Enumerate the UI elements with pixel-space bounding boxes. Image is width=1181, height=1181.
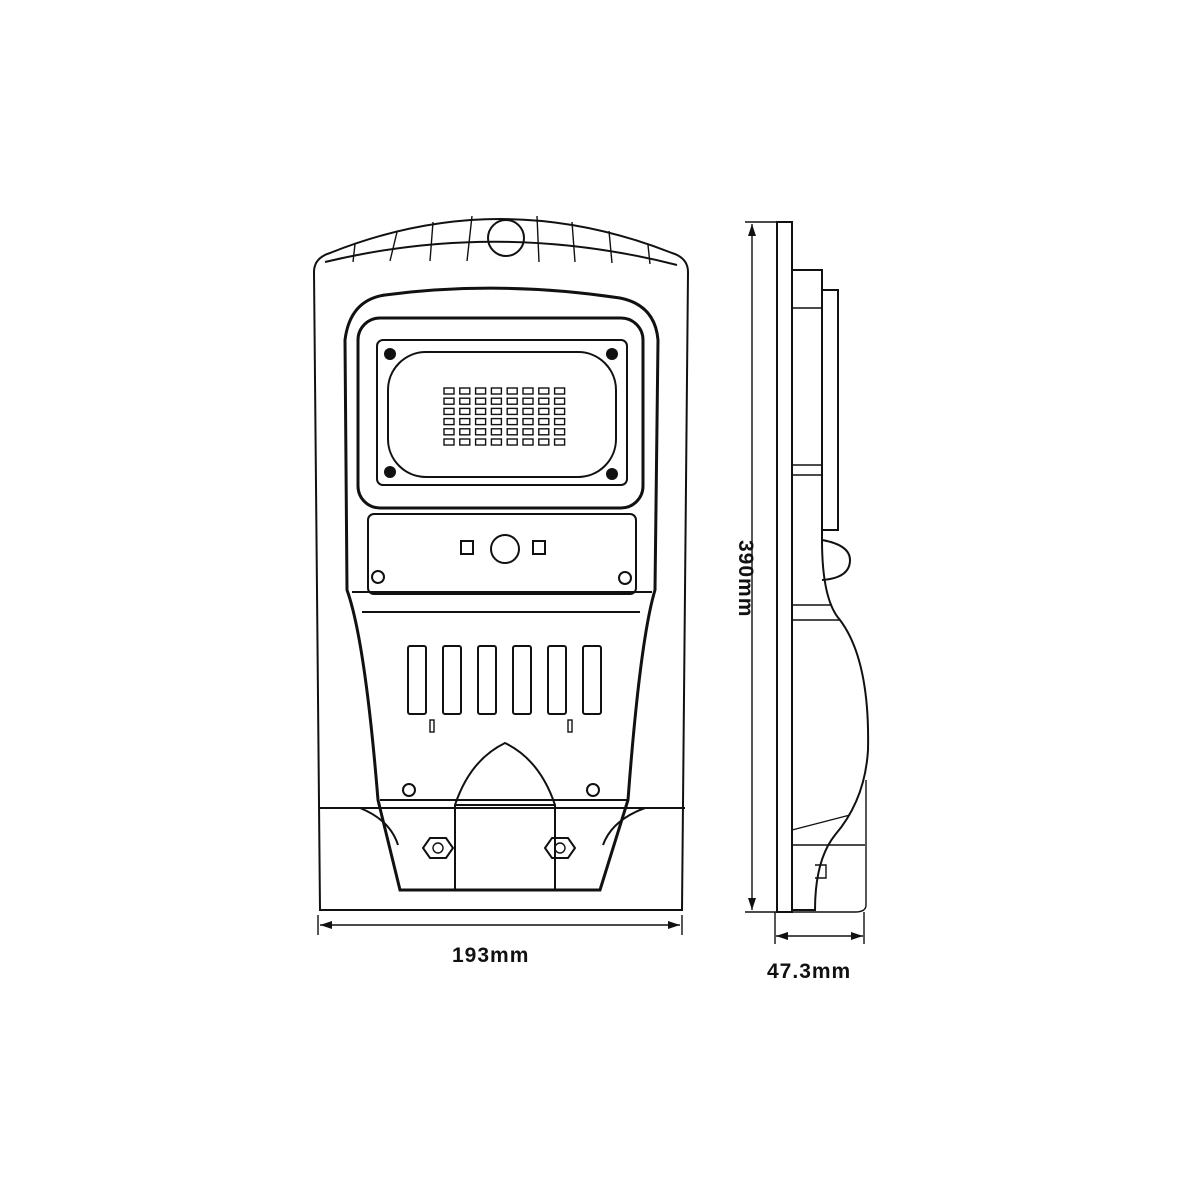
led-grid: [443, 387, 566, 446]
side-details: [791, 307, 867, 913]
led-chip: [474, 387, 487, 395]
led-chip: [538, 397, 550, 405]
vent-slot: [582, 645, 602, 715]
led-chip: [459, 438, 471, 446]
led-chip: [506, 438, 518, 446]
side-led-module: [821, 289, 839, 531]
led-chip: [522, 387, 534, 395]
side-pir-dome: [821, 539, 852, 581]
screw-icon: [384, 348, 396, 360]
pir-sensor-icon: [490, 534, 520, 564]
led-chip: [459, 417, 471, 426]
mount-bracket: [318, 799, 685, 891]
led-chip: [490, 397, 503, 405]
led-chip: [443, 438, 455, 446]
led-chip: [522, 397, 534, 405]
indicator-left: [460, 540, 474, 555]
led-chip: [553, 428, 566, 436]
depth-dimension-line: [774, 912, 865, 944]
screw-icon: [586, 783, 600, 797]
lamp-housing: [343, 286, 660, 892]
led-chip: [553, 407, 566, 416]
led-chip: [490, 438, 503, 446]
screw-icon: [402, 783, 416, 797]
slot-mark: [567, 719, 573, 733]
led-chip: [474, 397, 487, 405]
led-chip: [459, 428, 471, 436]
led-chip: [538, 438, 550, 446]
led-chip: [474, 407, 487, 416]
led-chip: [553, 417, 566, 426]
led-chip: [506, 397, 518, 405]
top-vent-arc: [324, 240, 678, 266]
led-chip: [459, 387, 471, 395]
vent-slot: [512, 645, 532, 715]
vent-ribs: [352, 215, 651, 265]
led-chip: [490, 407, 503, 416]
panel-divider: [352, 591, 652, 613]
vent-slot: [407, 645, 427, 715]
indicator-right: [532, 540, 546, 555]
width-label: 193mm: [452, 944, 530, 967]
side-view: [745, 221, 870, 944]
side-housing: [792, 269, 870, 911]
vent-slot: [547, 645, 567, 715]
top-sensor-circle: [487, 219, 525, 257]
led-chip: [506, 387, 518, 395]
led-chip: [506, 428, 518, 436]
led-chip: [538, 417, 550, 426]
led-chip: [538, 407, 550, 416]
led-chip: [443, 428, 455, 436]
led-chip: [490, 428, 503, 436]
led-chip: [538, 387, 550, 395]
led-chip: [459, 397, 471, 405]
led-chip: [538, 428, 550, 436]
led-chip: [459, 407, 471, 416]
led-chip: [443, 387, 455, 395]
led-lens: [387, 351, 617, 478]
led-chip: [553, 387, 566, 395]
sensor-panel: [367, 513, 637, 595]
slot-mark: [429, 719, 435, 733]
led-panel: [376, 339, 628, 486]
side-back-plate: [776, 221, 793, 913]
hex-nut-icon: [421, 837, 455, 859]
front-body-outline: [312, 218, 690, 911]
led-chip: [553, 397, 566, 405]
nut-hole: [554, 842, 566, 854]
led-chip: [443, 397, 455, 405]
led-chip: [506, 417, 518, 426]
lamp-frame: [356, 316, 645, 510]
screw-icon: [384, 466, 396, 478]
led-chip: [522, 428, 534, 436]
led-chip: [522, 407, 534, 416]
led-chip: [506, 407, 518, 416]
front-view: [312, 215, 690, 935]
vent-slot: [477, 645, 497, 715]
led-chip: [553, 438, 566, 446]
height-dimension-line: [745, 221, 777, 913]
pole-mount-arch: [454, 741, 556, 890]
led-chip: [474, 438, 487, 446]
nut-hole: [432, 842, 444, 854]
vent-slot: [442, 645, 462, 715]
width-dimension-line: [317, 915, 683, 935]
hex-nut-icon: [543, 837, 577, 859]
screw-icon: [371, 570, 385, 584]
led-chip: [474, 428, 487, 436]
screw-icon: [618, 571, 632, 585]
led-chip: [474, 417, 487, 426]
led-chip: [490, 387, 503, 395]
led-chip: [443, 417, 455, 426]
screw-icon: [606, 348, 618, 360]
height-label: 390mm: [734, 540, 757, 618]
depth-label: 47.3mm: [767, 960, 852, 983]
led-chip: [443, 407, 455, 416]
led-chip: [490, 417, 503, 426]
led-chip: [522, 438, 534, 446]
vent-slots: [407, 645, 602, 715]
screw-icon: [606, 468, 618, 480]
led-chip: [522, 417, 534, 426]
